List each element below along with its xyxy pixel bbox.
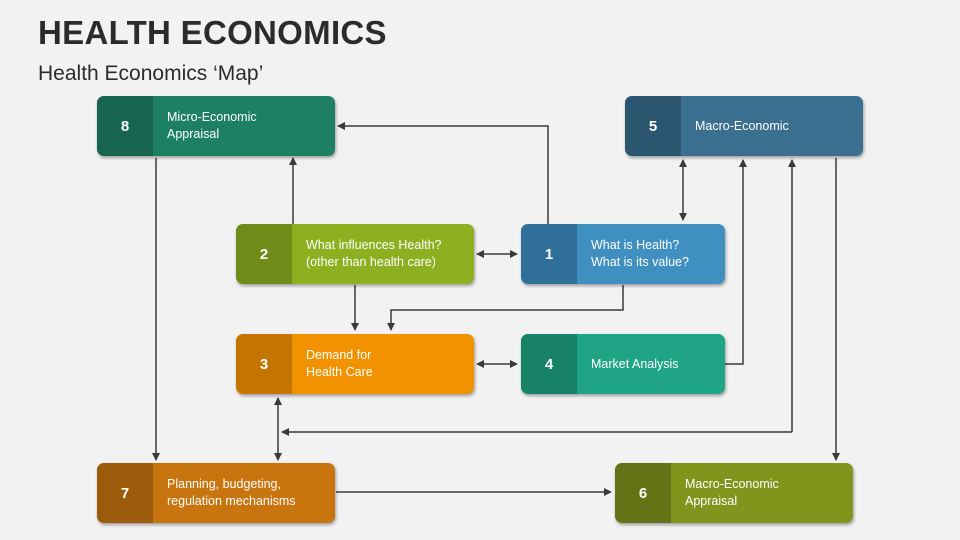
node-4-label: Market Analysis [591,356,679,371]
node-6: 6 Macro-Economic Appraisal [615,463,853,523]
node-5-number: 5 [625,96,681,156]
node-1-number: 1 [521,224,577,284]
node-8: 8 Micro-Economic Appraisal [97,96,335,156]
node-2-label: What influences Health? (other than heal… [306,238,442,269]
node-7-label: Planning, budgeting, regulation mechanis… [167,477,296,508]
node-3-number: 3 [236,334,292,394]
node-7-number: 7 [97,463,153,523]
node-3: 3 Demand for Health Care [236,334,474,394]
connector-4-to-5 [725,159,747,365]
node-6-label: Macro-Economic Appraisal [685,477,779,508]
node-5-label: Macro-Economic [695,118,789,133]
node-1: 1 What is Health? What is its value? [521,224,725,284]
node-5: 5 Macro-Economic [625,96,863,156]
node-2-number: 2 [236,224,292,284]
connector-1-to-8 [337,122,549,224]
node-1-label: What is Health? What is its value? [591,238,689,269]
connector-1-to-3 [387,285,624,331]
node-8-number: 8 [97,96,153,156]
node-3-label: Demand for Health Care [306,348,373,379]
node-4: 4 Market Analysis [521,334,725,394]
node-7: 7 Planning, budgeting, regulation mechan… [97,463,335,523]
node-2: 2 What influences Health? (other than he… [236,224,474,284]
node-8-label: Micro-Economic Appraisal [167,110,257,141]
page-subtitle: Health Economics ‘Map’ [38,62,264,85]
node-4-number: 4 [521,334,577,394]
node-6-number: 6 [615,463,671,523]
page-title: HEALTH ECONOMICS [38,14,387,51]
